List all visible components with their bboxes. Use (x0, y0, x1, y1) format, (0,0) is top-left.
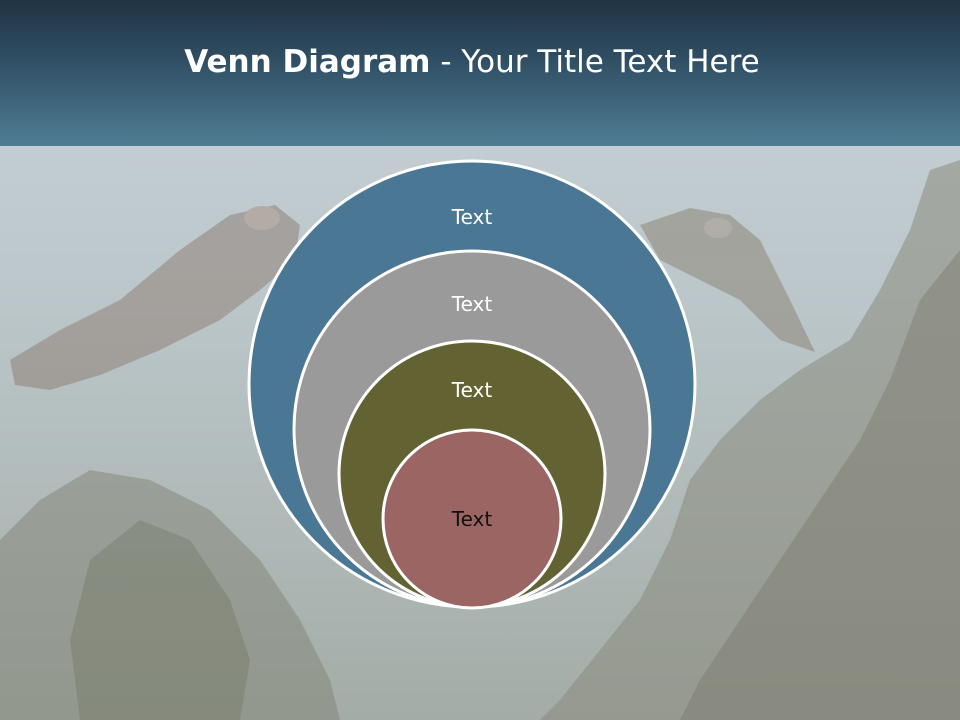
venn-ring-3-label: Text (451, 378, 493, 402)
venn-ring-2-label: Text (451, 292, 493, 316)
venn-ring-4[interactable] (381, 428, 563, 610)
title-rest: - Your Title Text Here (430, 44, 760, 80)
venn-ring-4-label: Text (451, 507, 493, 531)
venn-ring-1-label: Text (451, 205, 493, 229)
title-bold: Venn Diagram (184, 44, 431, 80)
title-bar: Venn Diagram - Your Title Text Here (0, 0, 960, 146)
slide-title: Venn Diagram - Your Title Text Here (0, 40, 944, 84)
